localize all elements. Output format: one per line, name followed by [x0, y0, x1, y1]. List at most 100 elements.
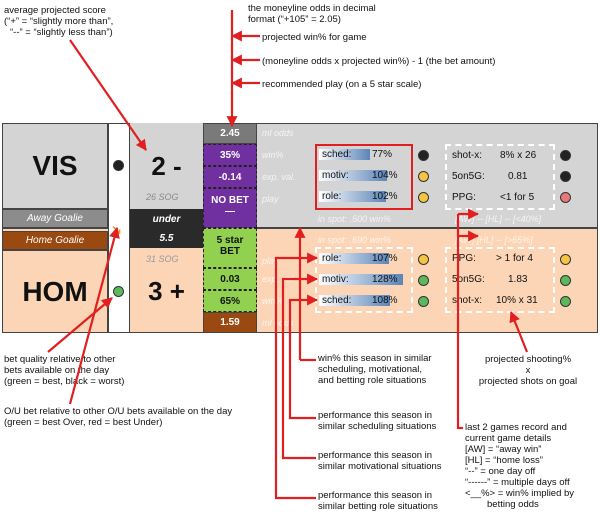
annotation-line: similar motivational situations [318, 461, 442, 472]
stat-dot [560, 254, 571, 265]
label-exp-val-home: exp. val. [262, 274, 296, 284]
annotation-line: projected shots on goal [478, 376, 578, 387]
situation-dot [418, 150, 429, 161]
annotation-exp-value: (moneyline odds x projected win%) - 1 (t… [262, 56, 496, 67]
annotation-perf-motiv: performance this season in similar motiv… [318, 450, 442, 472]
annotation-line: bets available on the day [4, 365, 110, 376]
arrow-bet-quality [47, 297, 113, 353]
annotation-line: projected shooting% [484, 354, 572, 365]
home-win-pct: 65% [203, 290, 257, 312]
label-ml-odds-home: ml odds [262, 318, 294, 328]
situation-dot [418, 171, 429, 182]
annotation-last2: last 2 games record and current game det… [465, 422, 574, 510]
annotation-line: [AW] = “away win” [465, 444, 542, 455]
annotation-line: the moneyline odds in decimal [248, 3, 376, 14]
label-exp-val-vis: exp. val. [262, 172, 296, 182]
situation-bar [319, 274, 403, 285]
situation-dot [418, 275, 429, 286]
visitor-score: 2 - [130, 123, 203, 209]
label-ml-odds-vis: ml odds [262, 128, 294, 138]
situation-label: role: [322, 191, 342, 202]
situation-label: motiv: [322, 274, 349, 285]
arrow-perf-role [274, 252, 319, 500]
annotation-line: performance this season in [318, 450, 433, 461]
home-inspot: in spot: .690 win% [318, 235, 392, 245]
situation-bar [319, 191, 386, 202]
arrow-projected-score [69, 39, 147, 151]
annotation-line: win% this season in similar [318, 353, 432, 364]
vis-play: NO BET — [203, 188, 257, 228]
arrow-perf-motiv [281, 273, 319, 460]
vis-inspot: in spot: .500 win% [318, 214, 392, 224]
situation-dot [418, 254, 429, 265]
annotation-recommended: recommended play (on a 5 star scale) [262, 79, 422, 90]
stat-value: 10% x 31 [496, 295, 538, 306]
situation-value: 108% [372, 295, 398, 306]
annotation-moneyline: the moneyline odds in decimal format (“+… [248, 3, 376, 25]
home-play: 5 star BET [203, 228, 257, 268]
annotation-line: <__%> = win% implied by [465, 488, 575, 499]
home-ml-odds: 1.59 [203, 312, 257, 333]
home-bet-quality-dot [113, 286, 124, 297]
annotation-line: (green = best Over, red = best Under) [4, 417, 163, 428]
annotation-line: similar scheduling situations [318, 421, 437, 432]
annotation-line: performance this season in [318, 490, 433, 501]
stat-label: 5on5G: [452, 274, 485, 285]
ou-line: 5.5 [130, 229, 203, 248]
vis-exp-val: -0.14 [203, 166, 257, 188]
annotation-line: and betting role situations [318, 375, 427, 386]
vis-play-line2: — [225, 206, 235, 217]
annotation-win-similar: win% this season in similar scheduling, … [318, 353, 432, 386]
arrow-ou-bet [68, 226, 120, 405]
annotation-line: x [525, 365, 531, 376]
vis-situation-box [315, 144, 413, 210]
arrow-perf-sched [288, 294, 319, 420]
annotation-line: bet quality relative to other [4, 354, 116, 365]
situation-value: 104% [372, 170, 398, 181]
situation-bar [319, 170, 387, 181]
ou-label: under [130, 209, 203, 229]
annotation-line: average projected score [4, 5, 106, 16]
visitor-sog: 26 SOG [146, 192, 179, 202]
label-play-vis: play [262, 194, 279, 204]
home-sog: 31 SOG [146, 254, 179, 264]
annotation-line: betting odds [487, 499, 539, 510]
label-win-pct-vis: win% [262, 150, 284, 160]
stat-value: > 1 for 4 [496, 253, 533, 264]
vis-win-pct: 35% [203, 144, 257, 166]
situation-bar [319, 253, 389, 264]
annotation-line: (“+” = “slightly more than”, [4, 16, 114, 27]
annotation-projected-win: projected win% for game [262, 32, 367, 43]
stat-label: shot-x: [452, 150, 483, 161]
home-stats-box [445, 247, 555, 313]
situation-label: sched: [322, 295, 352, 306]
situation-label: sched: [322, 149, 352, 160]
annotation-line: “--” = “slightly less than”) [10, 27, 113, 38]
annotation-perf-sched: performance this season in similar sched… [318, 410, 436, 432]
situation-bar [319, 149, 370, 160]
stat-dot [560, 192, 571, 203]
stat-value: 8% x 26 [500, 150, 537, 161]
stat-label: 5on5G: [452, 171, 485, 182]
label-win-pct-home: win% [262, 296, 284, 306]
situation-value: 128% [372, 274, 398, 285]
situation-value: 77% [372, 149, 393, 160]
situation-label: motiv: [322, 170, 349, 181]
home-exp-val: 0.03 [203, 268, 257, 290]
annotation-line: scheduling, motivational, [318, 364, 423, 375]
stat-value: 1.83 [508, 274, 528, 285]
stat-value: 0.81 [508, 171, 528, 182]
stat-label: shot-x: [452, 295, 483, 306]
vis-recent: [AW] -- [HL] -- [<40%] [455, 214, 542, 224]
situation-value: 102% [372, 191, 398, 202]
stat-dot [560, 150, 571, 161]
annotation-line: (green = best, black = worst) [4, 376, 125, 387]
away-goalie: Away Goalie [2, 209, 108, 228]
stat-value: <1 for 5 [500, 192, 535, 203]
home-recent: [AW] [HL] -- [>65%] [455, 235, 533, 245]
vis-stats-box [445, 144, 555, 210]
annotation-line: O/U bet relative to other O/U bets avail… [4, 406, 233, 417]
visitor-team-name: VIS [2, 123, 108, 209]
annotation-line: last 2 games record and [465, 422, 567, 433]
